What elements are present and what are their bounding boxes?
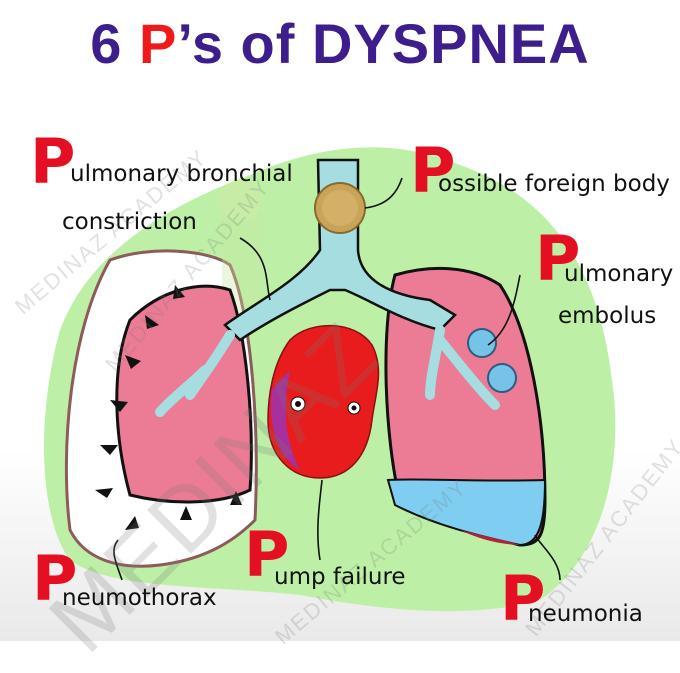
p-letter: P bbox=[535, 222, 581, 295]
label-line: ulmonary bbox=[564, 261, 674, 287]
embolus-1 bbox=[467, 328, 497, 358]
right-lung bbox=[384, 267, 547, 547]
left-bronchus-branch bbox=[155, 330, 235, 417]
label-line: constriction bbox=[62, 209, 197, 235]
heart bbox=[267, 324, 380, 479]
title-p-letter: P bbox=[139, 12, 178, 75]
embolus-2 bbox=[487, 363, 517, 393]
p-letter: P bbox=[244, 518, 290, 591]
pneumonia-fluid bbox=[386, 478, 547, 547]
label-line: neumothorax bbox=[62, 585, 217, 611]
label-line: neumonia bbox=[528, 601, 643, 627]
p-letter: P bbox=[410, 134, 456, 207]
title-suffix: ’s of DYSPNEA bbox=[177, 12, 590, 75]
pneumothorax-arrows bbox=[95, 285, 242, 530]
label-line: ump failure bbox=[274, 564, 406, 590]
title-prefix: 6 bbox=[90, 12, 139, 75]
label-line: embolus bbox=[558, 303, 657, 329]
right-bronchus-branch bbox=[425, 325, 500, 410]
page-title: 6 P’s of DYSPNEA bbox=[0, 14, 680, 74]
pneumonia-red-base bbox=[460, 530, 520, 545]
p-letter: P bbox=[30, 125, 76, 198]
p-letter: P bbox=[500, 562, 546, 635]
label-line: ulmonary bronchial bbox=[70, 161, 293, 187]
leader-lines bbox=[113, 177, 561, 581]
trachea bbox=[223, 158, 458, 342]
p-letter: P bbox=[32, 542, 78, 615]
dyspnea-illustration bbox=[43, 147, 616, 612]
label-line: ossible foreign body bbox=[438, 171, 670, 197]
